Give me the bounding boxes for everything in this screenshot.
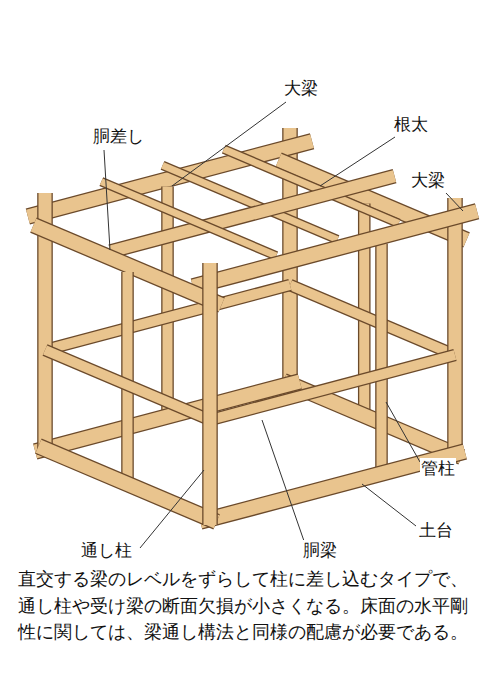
joist [101,182,276,256]
member-outline [35,381,300,451]
part-label: 根太 [393,114,429,134]
leader-line [386,402,420,462]
member-body [210,355,455,420]
member-outline [375,244,388,480]
through-post [455,198,456,460]
main-beam [193,211,477,286]
member-outline [210,355,455,420]
member-outline [45,285,290,350]
mid-beam [210,355,455,420]
stud-post [381,244,382,480]
leader-line [140,470,204,548]
member-body [200,451,465,521]
mid-beam [45,350,210,420]
sill [35,381,300,451]
leader-lines [104,102,463,548]
part-label: 土台 [418,520,454,540]
member-body [163,187,173,423]
member-body [204,263,217,525]
member-body [193,211,477,286]
sill [38,446,216,522]
member-outline [447,198,463,460]
member-outline [45,350,210,420]
member-outline [200,451,465,521]
leader-line [320,137,395,186]
member-body [35,381,300,451]
part-label: 大梁 [410,170,446,190]
part-label: 胴差し [92,126,145,146]
sill [200,451,465,521]
member-body [449,198,462,460]
leader-line [362,484,416,526]
leader-line [172,102,286,186]
member-outline [290,285,455,355]
leader-line [446,193,463,211]
part-label: 通し柱 [80,540,133,560]
member-outline [202,263,218,525]
member-body [38,446,216,522]
member-body [101,182,276,256]
leader-line [262,420,304,541]
mid-beam [290,285,455,355]
caption: 直交する梁のレベルをずらして柱に差し込むタイプで、通し柱や受け梁の断面欠損が小さ… [18,566,484,646]
frame-members [28,128,477,525]
part-label: 大梁 [283,78,319,98]
through-post [210,263,211,525]
member-outline [101,182,276,256]
member-body [45,285,290,350]
mid-beam [45,285,290,350]
part-label: 胴梁 [302,540,338,560]
member-body [377,244,387,480]
leader-line [104,150,110,250]
member-outline [38,446,216,522]
member-outline [193,211,477,286]
member-body [45,350,210,420]
member-body [290,285,455,355]
member-outline [161,187,174,423]
stud-post [167,187,168,423]
part-label: 管柱 [420,458,456,478]
